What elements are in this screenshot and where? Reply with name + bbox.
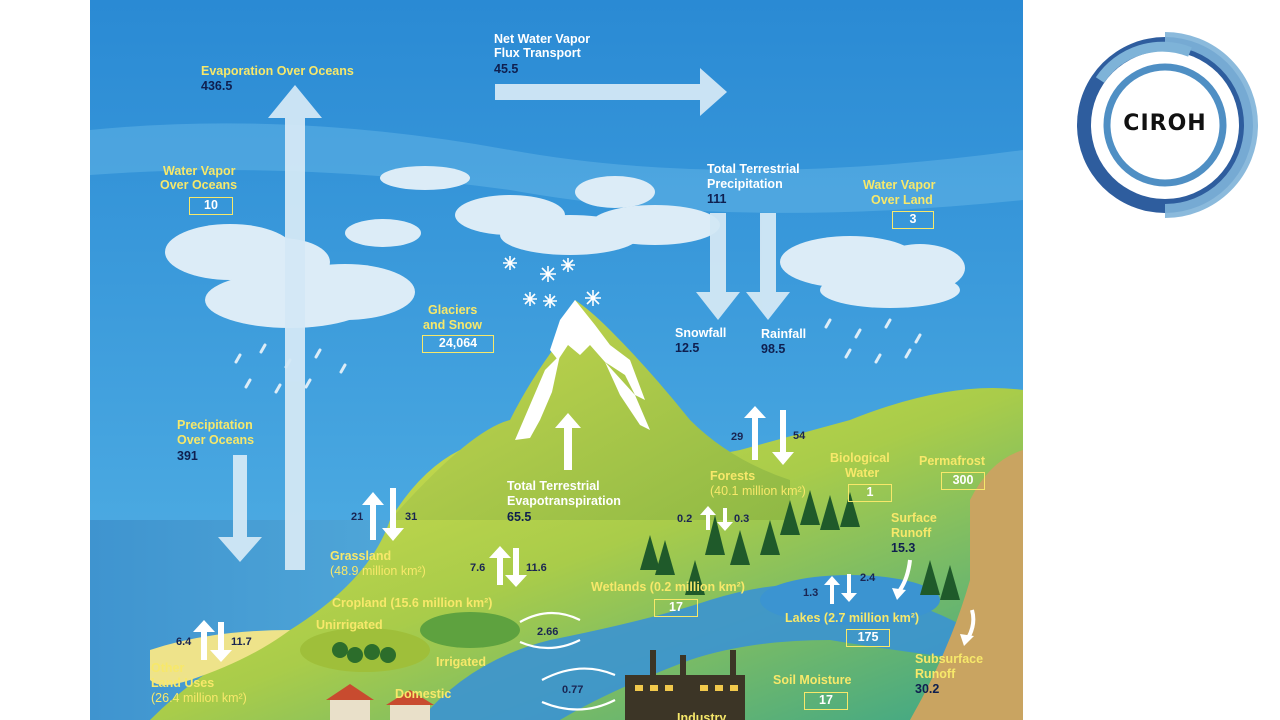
glaciers-value: 24,064	[422, 335, 494, 353]
subsurface-runoff-label-line1: Subsurface	[915, 652, 984, 666]
subsurface-runoff-value: 30.2	[915, 682, 940, 696]
terrestrial-precip-label-line2: Precipitation	[707, 177, 783, 191]
other-land-precip-value: 11.7	[231, 636, 252, 648]
snowfall-label: Snowfall	[675, 326, 727, 340]
evapotranspiration-label-line2: Evapotranspiration	[507, 494, 621, 508]
other-land-area: (26.4 million km²)	[151, 691, 247, 705]
grassland-evap-value: 21	[351, 511, 364, 523]
evapotranspiration-label-line1: Total Terrestrial	[507, 479, 600, 493]
net-flux-label-line2: Flux Transport	[494, 46, 581, 60]
net-flux-value: 45.5	[494, 62, 519, 76]
wetlands-label: Wetlands (0.2 million km²)	[591, 580, 745, 594]
biological-water-label-line2: Water	[845, 466, 880, 480]
wetland-evap-value: 0.2	[677, 513, 693, 525]
surface-runoff-label-line2: Runoff	[891, 526, 932, 540]
water-cycle-diagram: Evaporation Over Oceans 436.5 Net Water …	[90, 0, 1023, 720]
forests-label: Forests	[710, 469, 756, 483]
irrigated-label: Irrigated	[436, 655, 487, 669]
snowfall-value: 12.5	[675, 341, 700, 355]
evapotranspiration-value: 65.5	[507, 510, 532, 524]
ciroh-logo-text: CIROH	[1123, 111, 1207, 136]
water-vapor-oceans-label-line2: Over Oceans	[160, 178, 238, 192]
other-land-label-line1: Other	[151, 661, 185, 675]
cropland-label: Cropland (15.6 million km²)	[332, 596, 493, 610]
precip-oceans-label-line2: Over Oceans	[177, 433, 255, 447]
evaporation-over-oceans-value: 436.5	[201, 79, 233, 93]
cropland-evap-value: 7.6	[470, 562, 486, 574]
glaciers-label-line1: Glaciers	[428, 303, 478, 317]
permafrost-label: Permafrost	[919, 454, 985, 468]
lake-evap-value: 1.3	[803, 587, 819, 599]
rainfall-label: Rainfall	[761, 327, 807, 341]
ciroh-logo	[1077, 32, 1259, 218]
lakes-label: Lakes (2.7 million km²)	[785, 611, 920, 625]
water-vapor-oceans-label-line1: Water Vapor	[163, 164, 236, 178]
soil-moisture-label: Soil Moisture	[773, 673, 852, 687]
forest-evap-value: 29	[731, 431, 744, 443]
industry-label: Industry	[677, 711, 727, 720]
water-vapor-oceans-value: 10	[189, 197, 233, 215]
large-flux-arrows	[218, 68, 790, 570]
mountain	[390, 300, 790, 520]
unirrigated-label: Unirrigated	[316, 618, 383, 632]
rainfall-value: 98.5	[761, 342, 786, 356]
precip-oceans-value: 391	[177, 449, 198, 463]
subsurface-runoff-label-line2: Runoff	[915, 667, 956, 681]
domestic-flow-value: 0.77	[562, 684, 584, 696]
other-land-label-line2: Land Uses	[151, 676, 215, 690]
soil-moisture-value: 17	[804, 692, 848, 710]
precip-oceans-label-line1: Precipitation	[177, 418, 253, 432]
permafrost-value: 300	[941, 472, 985, 490]
factory	[625, 650, 745, 720]
grassland-label: Grassland	[330, 549, 392, 563]
water-cycle-illustration	[90, 0, 1023, 720]
evaporation-over-oceans-label: Evaporation Over Oceans	[201, 64, 354, 78]
surface-runoff-value: 15.3	[891, 541, 916, 555]
small-flux-arrows	[193, 406, 857, 662]
irrigation-flow-value: 2.66	[537, 626, 559, 638]
terrestrial-precip-value: 111	[707, 192, 727, 206]
cliff	[910, 450, 1023, 720]
wetland-precip-value: 0.3	[734, 513, 750, 525]
cycle-arrows	[519, 611, 616, 711]
cropland-precip-value: 11.6	[526, 562, 547, 574]
water-vapor-land-label-line2: Over Land	[871, 193, 933, 207]
glaciers-label-line2: and Snow	[423, 318, 483, 332]
snow-cap	[550, 300, 645, 400]
trees	[640, 490, 960, 600]
grassland-precip-value: 31	[405, 511, 418, 523]
terrestrial-precip-label-line1: Total Terrestrial	[707, 162, 800, 176]
grassland-area: (48.9 million km²)	[330, 564, 426, 578]
water-vapor-land-value: 3	[892, 211, 934, 229]
forest-precip-value: 54	[793, 430, 806, 442]
water-vapor-land-label-line1: Water Vapor	[863, 178, 936, 192]
wetlands-value: 17	[654, 599, 698, 617]
houses	[326, 684, 434, 720]
snowflakes	[503, 256, 601, 308]
lakes-value: 175	[846, 629, 890, 647]
net-flux-label-line1: Net Water Vapor	[494, 32, 591, 46]
other-land-evap-value: 6.4	[176, 636, 192, 648]
forests-area: (40.1 million km²)	[710, 484, 806, 498]
lake-precip-value: 2.4	[860, 572, 876, 584]
biological-water-value: 1	[848, 484, 892, 502]
domestic-label: Domestic	[395, 687, 452, 701]
biological-water-label-line1: Biological	[830, 451, 890, 465]
surface-runoff-label-line1: Surface	[891, 511, 937, 525]
